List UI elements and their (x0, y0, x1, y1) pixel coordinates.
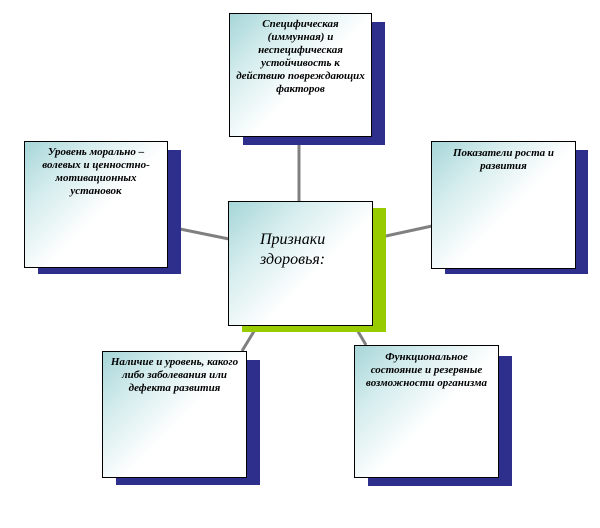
node-right: Показатели роста и развития (431, 141, 588, 274)
connector-left (179, 227, 230, 241)
node-bottom-right: Функциональное состояние и резервные воз… (354, 345, 512, 486)
node-right-label: Показатели роста и развития (453, 147, 554, 172)
node-top: Специфическая (иммунная) и неспецифическ… (229, 13, 385, 145)
node-left-box: Уровень морально – волевых и ценностно-м… (24, 141, 168, 268)
node-center-label: Признаки здоровья: (260, 231, 326, 268)
node-top-label: Специфическая (иммунная) и неспецифическ… (236, 18, 365, 95)
node-center: Признаки здоровья: (228, 201, 386, 332)
node-bottom-left: Наличие и уровень, какого либо заболеван… (102, 351, 260, 485)
node-bottom-right-box: Функциональное состояние и резервные воз… (354, 345, 499, 478)
node-right-box: Показатели роста и развития (431, 141, 576, 269)
node-center-box: Признаки здоровья: (228, 201, 373, 326)
node-bottom-left-box: Наличие и уровень, какого либо заболеван… (102, 351, 247, 478)
node-bottom-right-label: Функциональное состояние и резервные воз… (365, 351, 488, 389)
node-left: Уровень морально – волевых и ценностно-м… (24, 141, 181, 274)
node-left-label: Уровень морально – волевых и ценностно-м… (42, 146, 150, 197)
node-top-box: Специфическая (иммунная) и неспецифическ… (229, 13, 372, 137)
node-bottom-left-label: Наличие и уровень, какого либо заболеван… (110, 356, 239, 394)
